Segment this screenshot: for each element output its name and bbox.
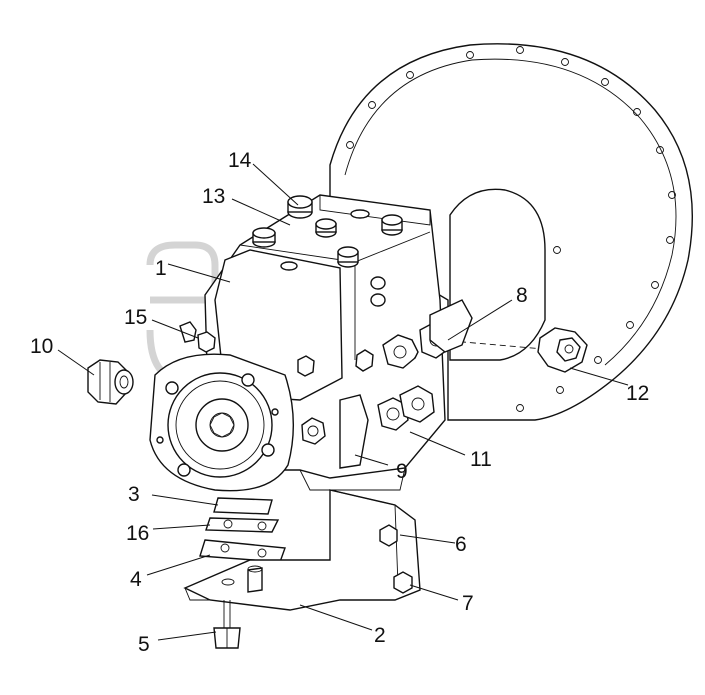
callout-3: 3 — [128, 483, 140, 506]
callout-2: 2 — [374, 624, 386, 647]
callout-14: 14 — [228, 149, 252, 172]
callout-13: 13 — [202, 185, 225, 208]
callout-6: 6 — [455, 533, 467, 556]
callout-4: 4 — [130, 568, 142, 591]
callout-8: 8 — [516, 284, 528, 307]
bracket-2 — [183, 489, 421, 611]
callout-labels: 1 2 3 4 5 6 7 8 9 10 11 12 13 14 15 16 — [30, 149, 649, 656]
callout-11: 11 — [470, 448, 492, 471]
flange-disc — [329, 43, 693, 421]
callout-5: 5 — [138, 633, 150, 656]
leader-lines — [57, 163, 629, 641]
callout-7: 7 — [462, 592, 474, 615]
callout-1: 1 — [155, 257, 167, 280]
plug-10 — [87, 359, 134, 405]
shim-stack — [199, 497, 286, 563]
callout-15: 15 — [124, 306, 147, 329]
bolt-5 — [213, 600, 241, 649]
plug-12 — [537, 327, 588, 373]
callout-10: 10 — [30, 335, 53, 358]
bolts-6-7 — [379, 524, 413, 594]
top-fittings — [252, 195, 403, 307]
side-fittings — [179, 299, 473, 445]
callout-16: 16 — [126, 522, 149, 545]
front-cover — [149, 353, 294, 492]
callout-12: 12 — [626, 382, 649, 405]
callout-9: 9 — [396, 460, 408, 483]
